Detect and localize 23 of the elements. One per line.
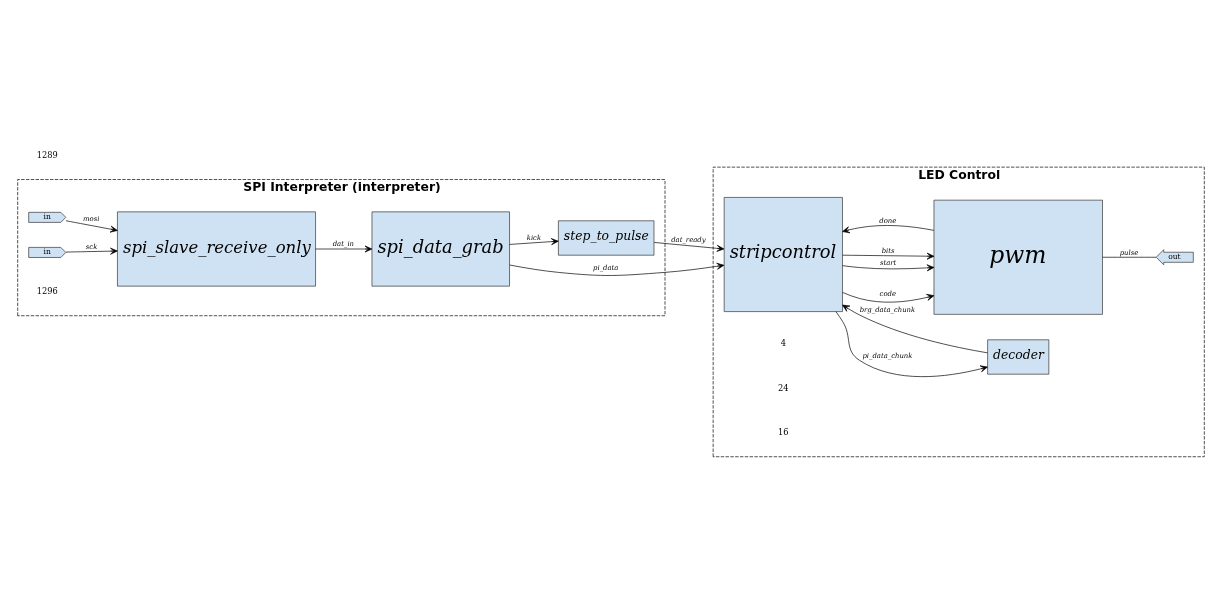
arrow [842,252,935,260]
label: 4 [780,337,786,348]
node-box: step_to_pulse [558,219,655,256]
arrow [65,247,118,255]
label: 1289 [36,149,58,160]
node-box: decoder [987,338,1050,375]
arrow [842,263,935,271]
arrow [653,241,725,252]
arrow [842,291,935,303]
node-box: stripcontrol [723,196,843,312]
arrow [835,310,988,377]
arrow [315,245,373,252]
arrow [509,262,725,276]
arrow [65,219,118,233]
label: 24 [778,382,789,393]
arrow [842,304,988,353]
label: 16 [778,426,789,437]
node-box: pwm [933,199,1103,315]
node-box: spi_slave_receive_only [117,211,316,286]
arrow [509,237,559,245]
label: 1296 [36,285,58,296]
arrow [842,224,935,233]
node-box: spi_data_grab [371,211,510,286]
